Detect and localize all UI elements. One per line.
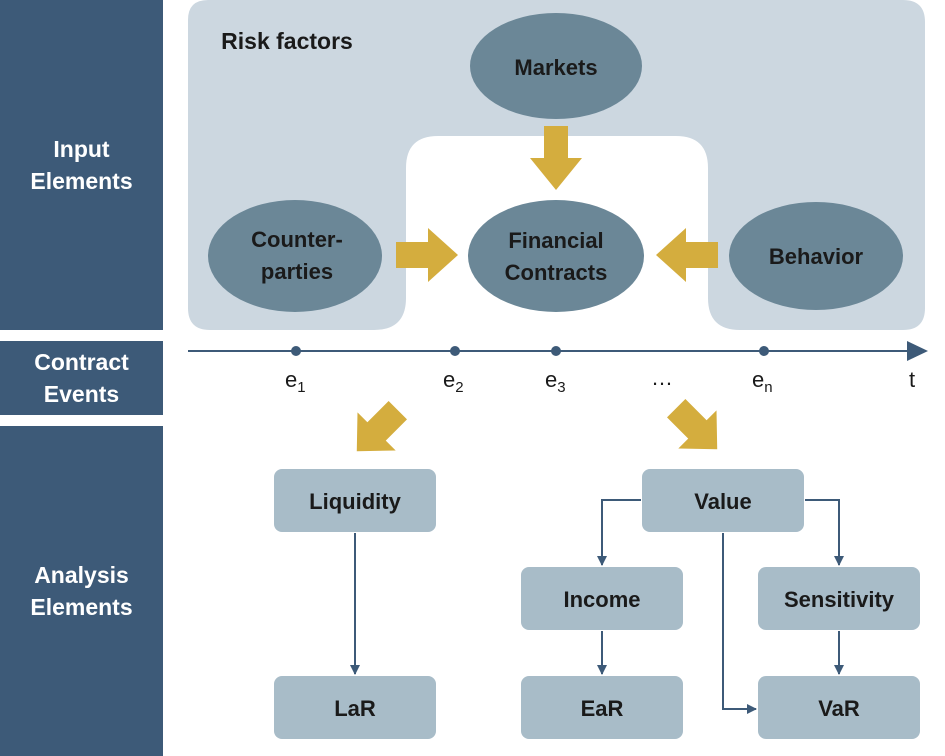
event-dot-2 [450, 346, 460, 356]
counterparties-label-1: Counter- [251, 227, 343, 252]
behavior-ellipse [729, 202, 903, 310]
financial-contracts-label-1: Financial [508, 228, 603, 253]
value-diagonal-arrow [667, 399, 718, 450]
event-label-2: e2 [443, 367, 464, 396]
sidebar-contract-events: Contract Events [0, 341, 163, 415]
counterparties-ellipse [208, 200, 382, 312]
ear-box [521, 676, 683, 739]
risk-factors-title: Risk factors [221, 28, 353, 54]
event-dot-n [759, 346, 769, 356]
value-to-sensitivity-connector [805, 499, 844, 566]
sidebar-contract-line2: Events [43, 381, 120, 407]
sidebar-input-elements: Input Elements [0, 0, 163, 330]
event-label-3: e3 [545, 367, 566, 396]
sidebar-contract-line1: Contract [34, 349, 129, 375]
behavior-left-arrow [656, 228, 718, 282]
markets-label: Markets [514, 55, 597, 80]
income-box [521, 567, 683, 630]
lar-box [274, 676, 436, 739]
timeline-axis-label: t [909, 367, 915, 392]
income-label: Income [563, 587, 640, 612]
event-label-ellipsis: … [651, 365, 673, 390]
sidebar-analysis-line2: Elements [30, 594, 133, 620]
behavior-label: Behavior [769, 244, 864, 269]
liquidity-box [274, 469, 436, 532]
event-label-n: en [752, 367, 773, 396]
sidebar-analysis-elements: Analysis Elements [0, 426, 163, 756]
markets-down-arrow [530, 126, 582, 190]
counterparties-right-arrow [396, 228, 458, 282]
sidebar-input-line1: Input [53, 136, 110, 162]
sidebar-analysis-line1: Analysis [34, 562, 129, 588]
event-dot-3 [551, 346, 561, 356]
var-label: VaR [818, 696, 860, 721]
markets-ellipse [470, 13, 642, 119]
value-box [642, 469, 804, 532]
financial-contracts-label-2: Contracts [505, 260, 608, 285]
ear-label: EaR [581, 696, 624, 721]
value-to-income-connector [597, 499, 641, 566]
value-label: Value [694, 489, 751, 514]
sidebar-input-line2: Elements [30, 168, 133, 194]
event-dot-1 [291, 346, 301, 356]
var-box [758, 676, 920, 739]
sensitivity-label: Sensitivity [784, 587, 895, 612]
counterparties-label-2: parties [261, 259, 333, 284]
liquidity-diagonal-arrow [356, 401, 407, 452]
liquidity-label: Liquidity [309, 489, 401, 514]
sensitivity-box [758, 567, 920, 630]
event-label-1: e1 [285, 367, 306, 396]
financial-contracts-ellipse [468, 200, 644, 312]
timeline-arrowhead [907, 341, 928, 361]
value-to-var-connector [722, 533, 757, 714]
lar-label: LaR [334, 696, 376, 721]
